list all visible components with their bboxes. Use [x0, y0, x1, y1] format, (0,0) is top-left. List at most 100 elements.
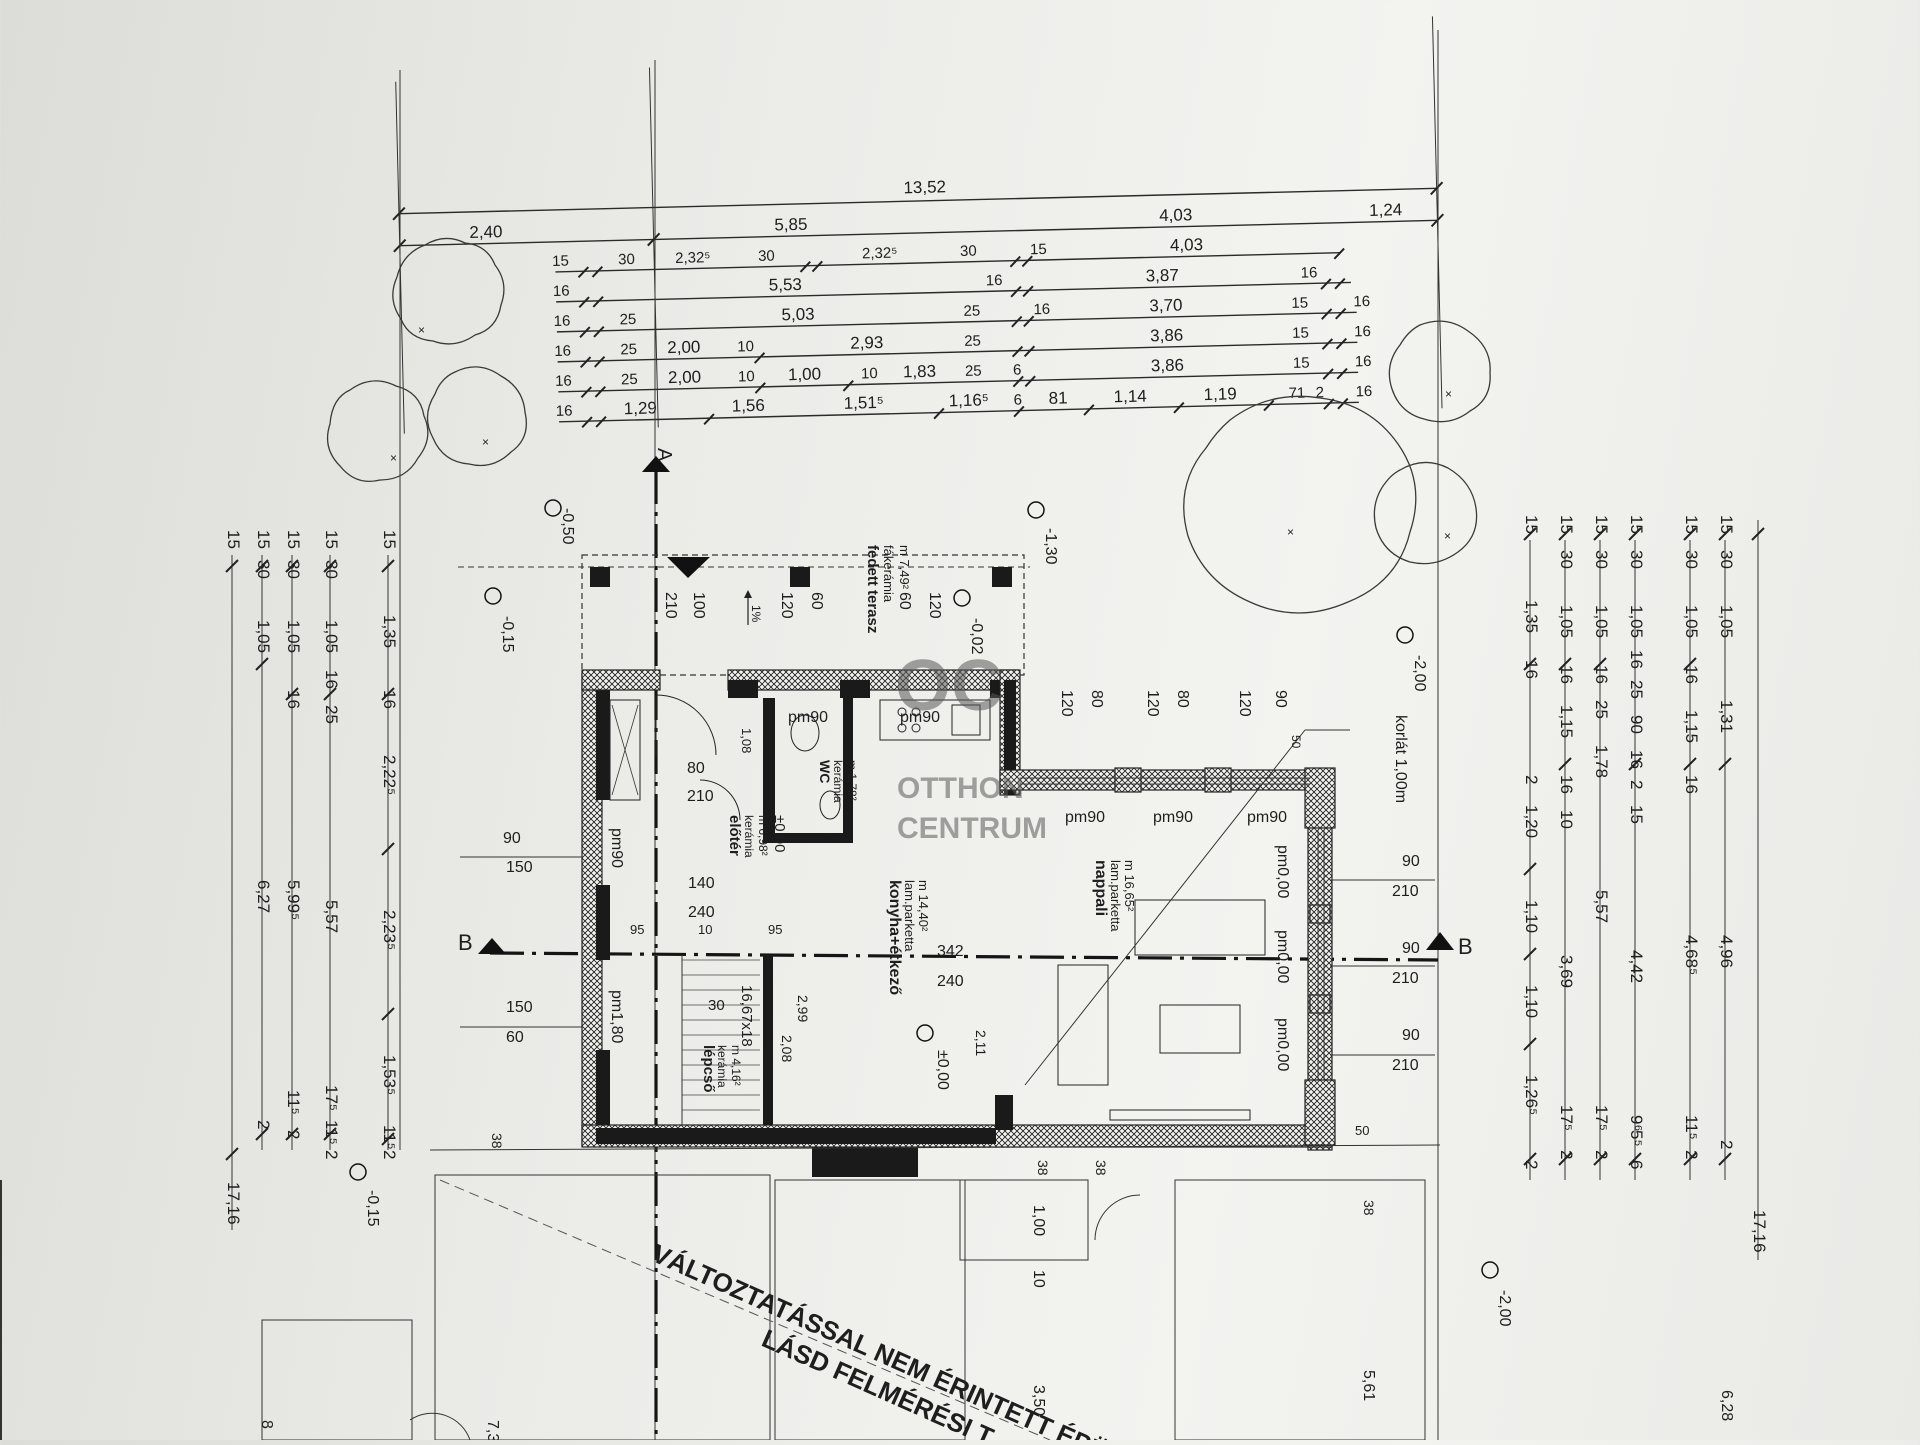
- section-b-right-arrow-icon: [1426, 932, 1454, 950]
- stove-burner-icon: [911, 707, 921, 717]
- level-value: -1,30: [1042, 528, 1059, 565]
- level-value: -2,00: [1496, 1290, 1513, 1327]
- wall-solid: [596, 680, 610, 800]
- interior-dimensions: 210 100 120 60 60 120 80 210 1,08 140 24…: [258, 592, 1735, 1442]
- dim-r3-5: 30: [960, 243, 977, 260]
- dim-rc5-7: 11⁵: [1682, 1115, 1701, 1140]
- existing-room: [959, 1179, 1089, 1261]
- stove-burner-icon: [897, 707, 907, 717]
- dim-rc2-4: 1,15: [1557, 705, 1576, 738]
- level-value: ±0,00: [934, 1050, 951, 1090]
- dim-lc2-4: 2: [254, 1120, 273, 1129]
- dim-rc2-2: 1,05: [1557, 605, 1576, 638]
- dim-r8-8: 1,19: [1203, 384, 1237, 404]
- level-marker-icon: [953, 589, 971, 607]
- dim-int: 80: [1088, 690, 1105, 708]
- dim-r5-1: 25: [619, 311, 636, 328]
- dim-int: 38: [489, 1133, 505, 1149]
- coffee-table: [1159, 1004, 1241, 1054]
- dim-r7-0: 16: [555, 373, 572, 390]
- dim-r3-3: 30: [758, 248, 775, 265]
- left-ticks: [225, 559, 395, 1161]
- dim-int: 120: [926, 592, 943, 619]
- dim-line-row4: [556, 281, 1351, 303]
- dim-int: 80: [687, 760, 705, 777]
- dim-r5-6: 15: [1291, 295, 1308, 312]
- dim-r7-2: 2,00: [668, 367, 702, 387]
- dim-r4-3: 3,87: [1145, 266, 1179, 286]
- dim-rc4-6: 16: [1627, 750, 1646, 769]
- opening-labels: pm90 pm90 pm90 pm90 pm90 pm90 pm1,80 pm0…: [608, 709, 1409, 1071]
- section-label-b-left: B: [458, 930, 473, 955]
- section-line-b: [489, 951, 1439, 962]
- dim-line-row5: [556, 311, 1357, 333]
- existing-room: [434, 1174, 771, 1441]
- dim-int: 5,61: [1360, 1370, 1377, 1401]
- tree-center-mark: ×: [1445, 387, 1452, 401]
- dim-r6-4: 2,93: [850, 333, 884, 353]
- dim-int: 38: [1093, 1160, 1109, 1176]
- level-value: -0,50: [559, 508, 576, 545]
- dim-lc5-3: 2,22⁵: [380, 755, 399, 795]
- dim-r2-0: 2,40: [469, 222, 503, 242]
- dim-rc5-1: 30: [1682, 550, 1701, 569]
- level-value: -0,02: [968, 618, 985, 655]
- wall-wc-right: [843, 698, 853, 843]
- room-kitchen-name: konyha+étkező: [886, 880, 903, 995]
- tree-center-mark: ×: [1287, 525, 1294, 539]
- dim-int: 210: [1392, 883, 1419, 900]
- dim-lc5-7: 2: [380, 1150, 399, 1159]
- watermark: OC OTTHON CENTRUM: [895, 646, 1047, 845]
- dim-rc3-1: 30: [1592, 550, 1611, 569]
- dim-int: 38: [1361, 1200, 1377, 1216]
- room-stair-steps: 16,67x18: [738, 985, 755, 1047]
- dim-rc3-0: 15: [1592, 515, 1611, 534]
- dim-lc3-3: 16: [284, 690, 303, 709]
- dim-r5-3: 25: [963, 303, 980, 320]
- building-walls: [581, 669, 1336, 1177]
- dim-lc4-8: 2: [322, 1150, 341, 1159]
- dim-rc4-8: 15: [1627, 805, 1646, 824]
- room-wc-name: WC: [817, 760, 833, 783]
- dim-r8-4: 1,16⁵: [948, 390, 989, 410]
- washbasin-icon: [819, 790, 841, 820]
- dim-r8-2: 1,56: [732, 396, 766, 416]
- level-marker-icon: [1396, 626, 1414, 644]
- dim-rc3-8: 2: [1592, 1150, 1611, 1159]
- dim-lc2-3: 6,27: [254, 880, 273, 913]
- existing-note-line1: VÁLTOZTATÁSSAL NEM ÉRINTETT ÉPÜ: [648, 1238, 1113, 1440]
- dim-r4-4: 16: [1300, 264, 1317, 281]
- tree-icon: [1183, 395, 1417, 614]
- dim-int: 120: [778, 592, 795, 619]
- dim-int: 95: [630, 922, 644, 937]
- level-marker-icon: [1027, 501, 1045, 519]
- wall-solid: [596, 1128, 996, 1144]
- dim-lc4-6: 17⁵: [322, 1085, 341, 1111]
- dim-rc1-4: 1,20: [1522, 805, 1541, 838]
- watermark-line1: OTTHON: [897, 772, 1024, 805]
- room-hall-area: m 6,98²: [756, 815, 770, 856]
- dim-rc5-3: 16: [1682, 665, 1701, 684]
- dim-lc3-4: 5,99⁵: [284, 880, 303, 920]
- dim-r8-6: 81: [1048, 388, 1067, 407]
- dim-rc1-5: 1,10: [1522, 900, 1541, 933]
- dim-int: 7,3: [484, 1420, 501, 1440]
- room-wc-finish: kerámia: [831, 760, 845, 803]
- dim-lc2-0: 15: [254, 530, 273, 549]
- dim-r7-8: 6: [1013, 362, 1022, 379]
- dim-lc4-3: 16: [322, 670, 341, 689]
- dim-rc6-0: 15: [1717, 515, 1736, 534]
- section-label-a: A: [653, 448, 675, 462]
- dim-r8-3: 1,51⁵: [843, 393, 884, 413]
- dim-int: 90: [1402, 1027, 1420, 1044]
- tree-icon: [426, 366, 528, 467]
- dim-rc2-8: 17⁵: [1557, 1105, 1576, 1131]
- dim-rc2-7: 3,69: [1557, 955, 1576, 988]
- stove-burner-icon: [911, 723, 921, 733]
- tree-icon: [1373, 461, 1478, 565]
- opening-label: pm1,80: [608, 990, 625, 1043]
- dim-rc1-0: 15: [1522, 515, 1541, 534]
- dim-lc4-2: 1,05: [322, 620, 341, 653]
- dim-overall: 13,52: [903, 177, 946, 197]
- window-pier: [1304, 767, 1336, 829]
